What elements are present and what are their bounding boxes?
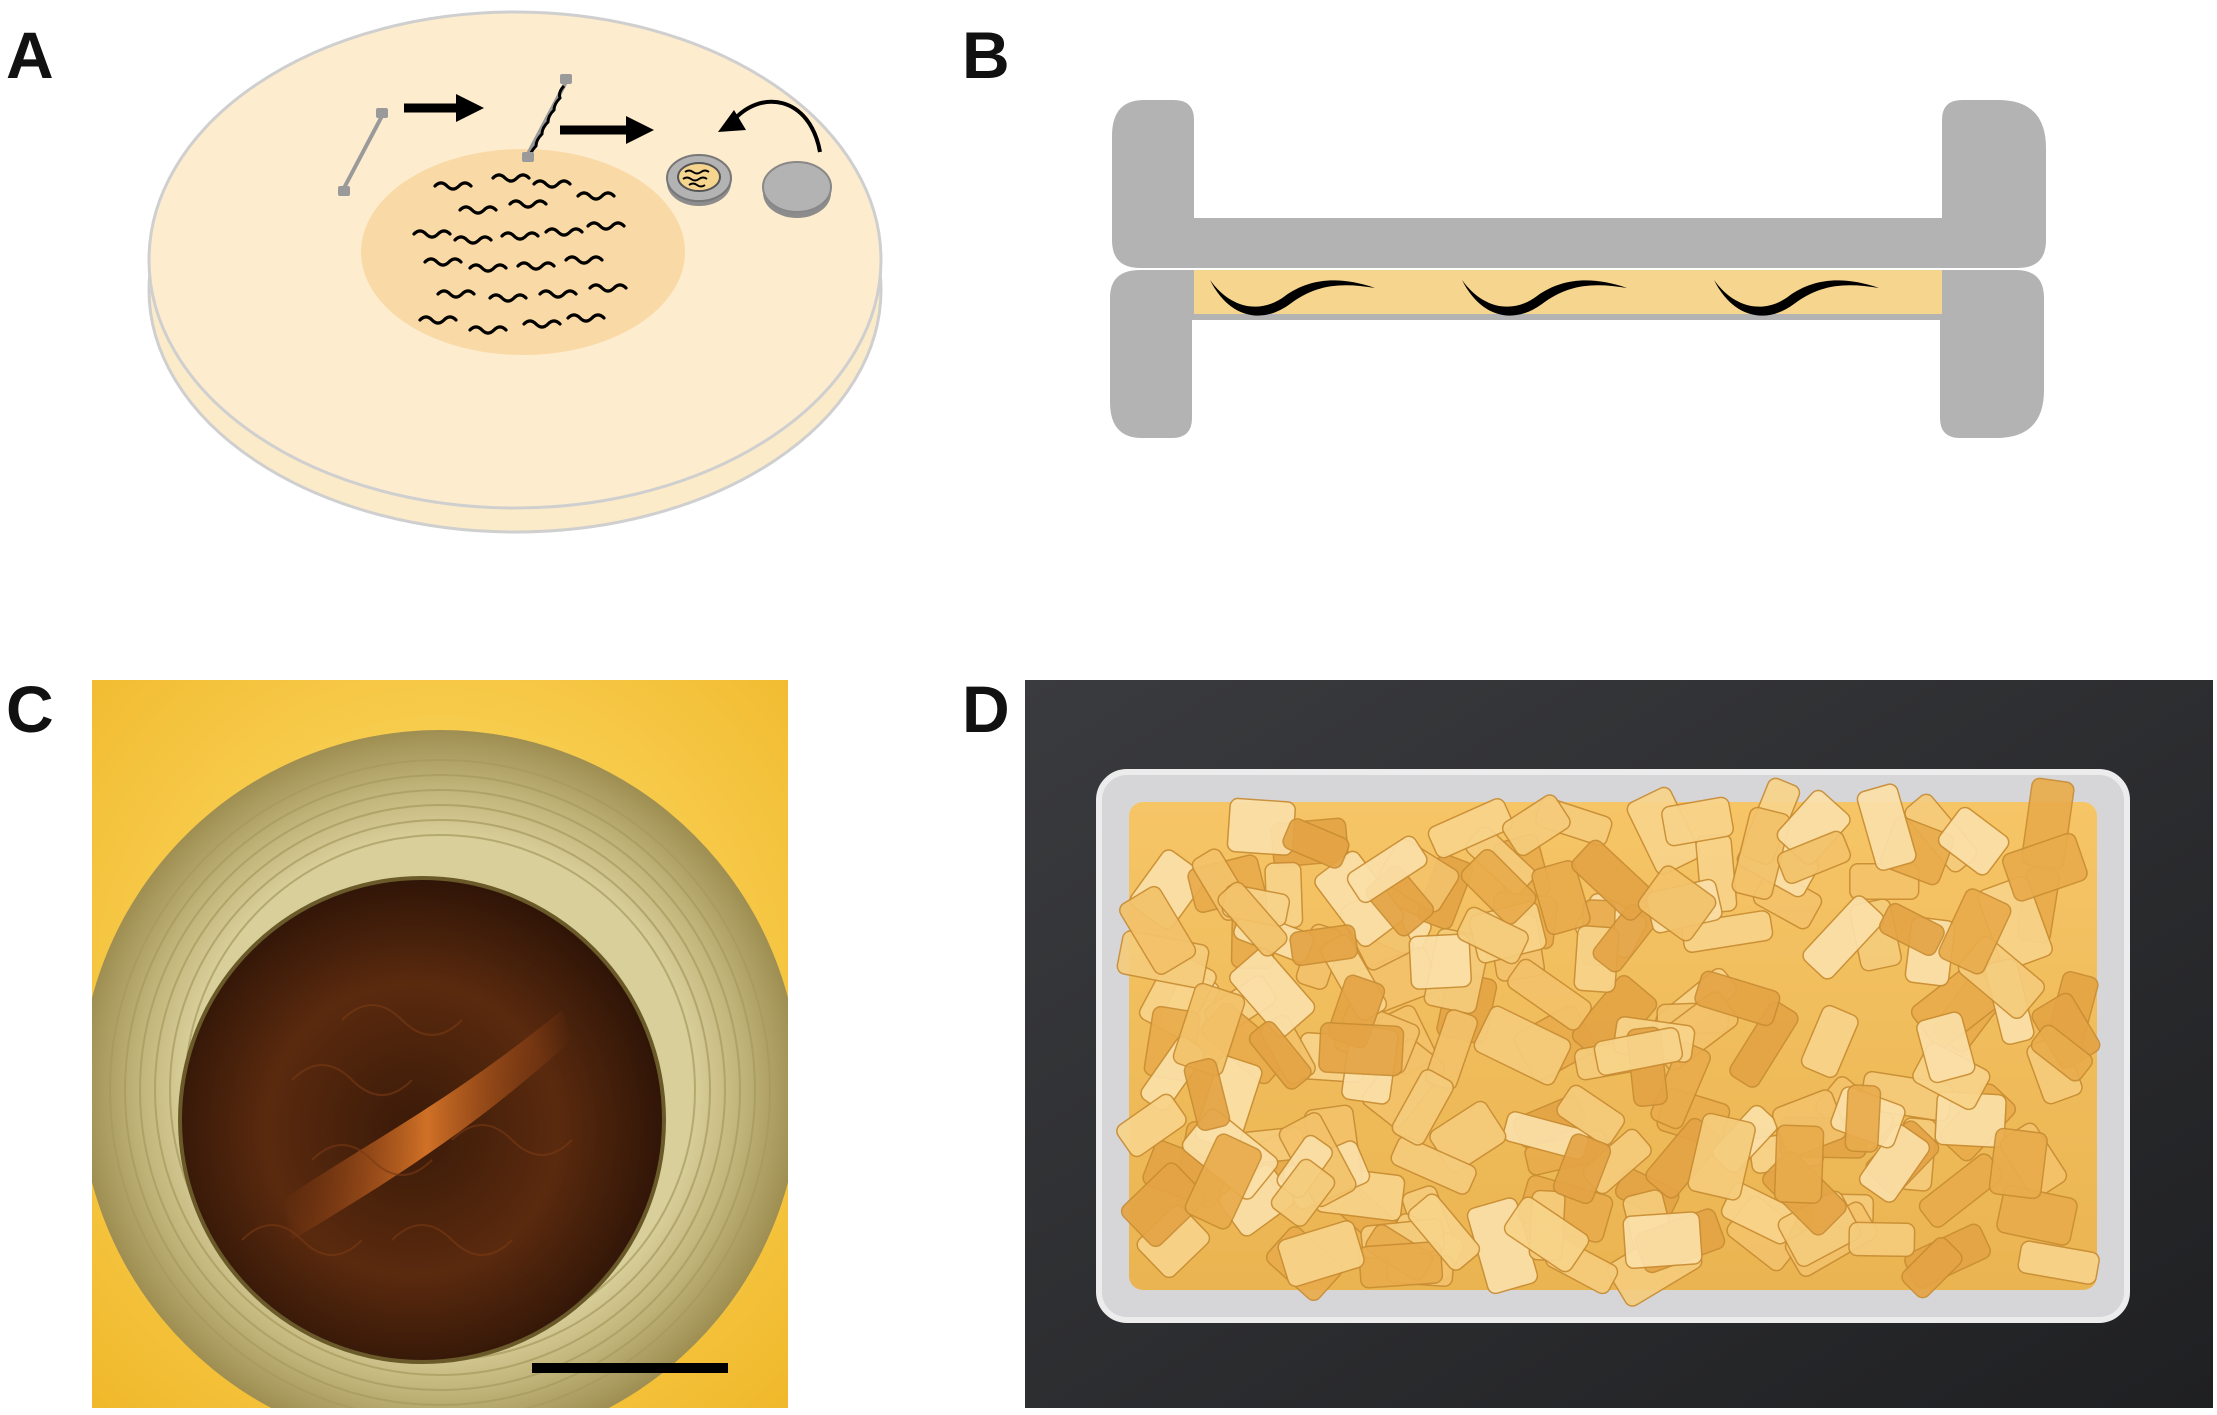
sample-layer [1194, 270, 1942, 314]
holder-piece [1183, 1058, 1231, 1131]
holder-piece [1346, 835, 1428, 904]
arrow-icon [560, 116, 654, 144]
holder-piece [1248, 1020, 1312, 1090]
panel-label-d: D [962, 672, 1010, 746]
panel-label-a: A [6, 18, 54, 92]
holder-piece [1116, 1093, 1187, 1158]
holder-piece [1184, 1133, 1262, 1230]
panel-label-c: C [6, 672, 54, 746]
holder-piece [1119, 885, 1197, 975]
holder-piece [1318, 1022, 1405, 1077]
holder-piece [1531, 859, 1591, 936]
holder-piece [1858, 1124, 1931, 1203]
holder-piece [1120, 1162, 1207, 1248]
holder-piece [1901, 1236, 1963, 1299]
holder-piece [1390, 1135, 1477, 1195]
holder-piece [1473, 1005, 1572, 1086]
holder-pieces [1116, 777, 2101, 1307]
holder-piece [1289, 924, 1359, 967]
holder-piece [1277, 1220, 1365, 1288]
holder-piece [1694, 970, 1781, 1027]
holder-piece [1996, 1185, 2078, 1246]
holder-piece [1878, 902, 1945, 956]
holder-piece [1407, 1193, 1481, 1271]
holder-piece [2017, 1240, 2100, 1285]
curved-arrow-icon [718, 99, 822, 153]
holder-top-part [1112, 100, 2046, 268]
holder-piece [1282, 818, 1350, 869]
holder-piece [1848, 1221, 1916, 1258]
panel-b-holder-cross-section [1110, 90, 2070, 450]
holder-piece [1217, 881, 1288, 957]
holder-piece [1427, 797, 1514, 859]
holder-piece [1503, 1196, 1590, 1273]
holder-piece [1661, 796, 1735, 847]
holder-piece [1460, 848, 1537, 925]
holder-piece [2030, 1024, 2093, 1082]
panel-label-b: B [962, 18, 1010, 92]
holder-piece [1593, 1026, 1684, 1076]
arrow-icon [404, 94, 484, 122]
holder-piece [1988, 1127, 2048, 1200]
holder-piece [1456, 906, 1529, 965]
worm-pick-icon [338, 108, 388, 196]
holder-piece [1937, 806, 2010, 876]
holder-piece [1358, 1241, 1444, 1289]
holder-piece [1776, 830, 1852, 885]
holder-piece [1687, 1112, 1756, 1201]
sample-holder-filled-icon [666, 154, 732, 206]
panel-d-holder-box-photo [1025, 680, 2213, 1408]
holder-piece [1506, 958, 1592, 1031]
holder-piece [1270, 1158, 1336, 1227]
holder-piece [1556, 1084, 1626, 1146]
holder-piece [1800, 1004, 1859, 1079]
holder-piece [2001, 832, 2088, 902]
holder-piece [1637, 865, 1717, 942]
holder-piece [1408, 933, 1472, 990]
holder-piece [1729, 1001, 1799, 1088]
holder-piece [1773, 1124, 1825, 1204]
holder-piece [1916, 1011, 1976, 1084]
scale-bar [532, 1363, 728, 1373]
holder-piece [1844, 1084, 1882, 1153]
worm-pick-loaded-icon [522, 74, 572, 162]
holder-piece [1552, 1133, 1612, 1205]
holder-piece [1391, 1069, 1454, 1146]
sample-holder-lid-icon [762, 161, 832, 218]
holder-piece [1622, 1211, 1703, 1270]
holder-piece [1501, 794, 1571, 857]
holder-piece [1856, 783, 1917, 872]
holder-piece [1802, 895, 1885, 980]
panel-c-holder-photo [92, 680, 788, 1408]
holder-piece [1938, 888, 2012, 975]
holder-piece [1229, 947, 1316, 1038]
panel-a-plate-diagram [120, 0, 920, 540]
worm-group [1210, 280, 1879, 316]
